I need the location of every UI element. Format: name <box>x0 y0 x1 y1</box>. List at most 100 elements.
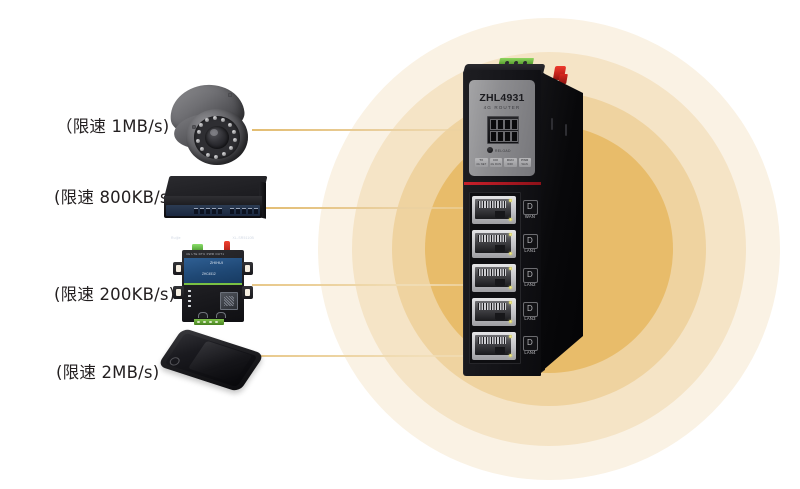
router-reload-button[interactable] <box>487 147 493 153</box>
gateway-terminal-screw <box>215 320 218 324</box>
router-led-cell: TX 4G NET <box>475 158 488 168</box>
camera-ir-led <box>229 146 234 151</box>
gateway-terminal-screw <box>203 320 206 324</box>
gateway-mount-ear <box>173 286 184 299</box>
router-port-tab <box>495 245 505 252</box>
nvr-brand-text: Ruijie <box>171 236 181 240</box>
router-port-badge-lan4: D <box>523 336 538 351</box>
router-port-led <box>509 267 513 270</box>
nvr-model-text: XL-SR5110B <box>232 236 254 240</box>
router-port-pins <box>478 235 506 242</box>
gateway-mount-ear <box>173 262 184 275</box>
speed-label-nvr: (限速 800KB/s) <box>54 188 176 207</box>
router-upper-plate: ZHL4931 4G ROUTER RELOAD TX 4G NET <box>469 80 535 176</box>
gateway-mount-hole <box>176 289 181 296</box>
gateway-accent-line <box>184 283 242 285</box>
router-ethernet-port[interactable] <box>472 230 516 258</box>
router-port-badge-lan2: D <box>523 268 538 283</box>
gateway-power-terminal <box>194 319 224 325</box>
gateway-terminal-screw <box>209 320 212 324</box>
camera-ir-led <box>213 116 218 121</box>
router-led-top-label: RUN <box>506 158 514 162</box>
router-port-pins <box>478 303 506 310</box>
speed-label-camera: （限速 1MB/s) <box>56 117 170 136</box>
router-port-led <box>509 218 513 221</box>
device-smartphone <box>157 327 265 402</box>
device-network-video-recorder: Ruijie XL-SR5110B <box>164 176 268 240</box>
router-port-well <box>469 192 521 364</box>
router-ethernet-port[interactable] <box>472 298 516 326</box>
router-port-pins <box>478 269 506 276</box>
router-port-led <box>509 335 513 338</box>
gateway-led <box>188 300 191 302</box>
router-reload-label: RELOAD <box>495 148 511 153</box>
gateway-sim-contacts <box>224 296 234 306</box>
router-led-top-label: TX <box>479 158 484 162</box>
camera-ir-led <box>222 152 227 157</box>
router-port-pins <box>478 201 506 208</box>
gateway-brand-text: ZHIHUI <box>210 261 224 265</box>
router-port-led <box>509 199 513 202</box>
router-port-mouth <box>475 199 511 219</box>
router-ethernet-port[interactable] <box>472 332 516 360</box>
camera-ir-led <box>228 123 233 128</box>
camera-ir-led <box>200 147 205 152</box>
router-led-bottom-label: WIFI <box>507 162 514 166</box>
router-port-badge-wan: D <box>523 200 538 215</box>
gateway-model-text: ZHC4512 <box>202 272 216 276</box>
gateway-blue-panel <box>184 258 242 284</box>
router-port-led <box>509 252 513 255</box>
device-dome-camera <box>166 79 252 167</box>
router-port-badge-lan1: D <box>523 234 538 249</box>
phone-body <box>157 327 265 393</box>
router-sim-contact <box>511 131 518 142</box>
router-port-pins <box>478 337 506 344</box>
gateway-led <box>188 290 191 292</box>
router-sim-contact <box>504 131 511 142</box>
router-port-mouth <box>475 335 511 355</box>
router-port-mouth <box>475 233 511 253</box>
camera-lens <box>205 126 229 149</box>
router-port-label-wan: WAN <box>524 214 536 219</box>
router-vent <box>565 124 567 136</box>
gateway-antenna-green <box>192 244 203 251</box>
router-ethernet-port[interactable] <box>472 196 516 224</box>
camera-ir-led <box>196 139 201 144</box>
router-sim-contact <box>504 119 511 130</box>
router-sim-contact <box>511 119 518 130</box>
gateway-mount-hole <box>176 265 181 272</box>
camera-ir-led <box>233 138 238 143</box>
router-vent <box>551 118 553 130</box>
gateway-mount-ear <box>242 262 253 275</box>
router-led-bottom-label: 4G RUN <box>490 162 502 166</box>
router-sim-contact <box>497 131 504 142</box>
camera-lens-glint <box>210 129 218 136</box>
port-glyph-icon: D <box>527 236 533 245</box>
router-port-mouth <box>475 267 511 287</box>
router-port-led <box>509 301 513 304</box>
gateway-sma-connector <box>216 312 226 318</box>
router-ethernet-port[interactable] <box>472 264 516 292</box>
router-port-tab <box>495 279 505 286</box>
router-port-led <box>509 233 513 236</box>
port-glyph-icon: D <box>527 338 533 347</box>
port-glyph-icon: D <box>527 202 533 211</box>
router-sim-contact <box>490 131 497 142</box>
router-sim-contact <box>490 119 497 130</box>
router-led-bottom-label: 4G NET <box>476 162 487 166</box>
device-industrial-gateway: 4G LTE DTU PWR OUT1 ZHIHUI ZHC4512 <box>172 240 256 330</box>
nvr-port <box>194 207 198 214</box>
router-led-top-label: DO <box>493 158 499 162</box>
router-sim-slot[interactable] <box>487 116 519 144</box>
gateway-mount-ear <box>242 286 253 299</box>
router-led-legend-row: TX 4G NET DO 4G RUN RUN WIFI PWR WAN <box>475 158 531 168</box>
nvr-port <box>200 207 204 214</box>
gateway-sma-connector <box>198 312 208 318</box>
router-led-cell: DO 4G RUN <box>489 158 502 168</box>
router-port-led <box>509 354 513 357</box>
device-4g-router: ZHL4931 4G ROUTER RELOAD TX 4G NET <box>455 58 605 398</box>
camera-ir-led <box>206 153 211 158</box>
nvr-port <box>218 207 222 214</box>
router-port-badge-lan3: D <box>523 302 538 317</box>
